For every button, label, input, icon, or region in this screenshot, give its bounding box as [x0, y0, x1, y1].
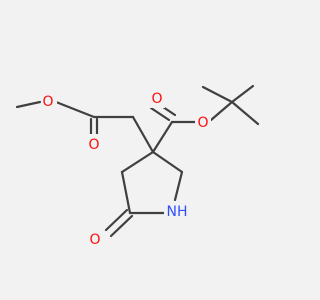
atoms: O O O O NH O: [41, 88, 211, 249]
bonds: [15, 84, 260, 238]
bond-ring-left-cq: [120, 150, 155, 174]
bond-ch2-cq: [131, 115, 155, 154]
bond-o-ester-c: [54, 100, 96, 119]
atom-label-o-boc-carbonyl: O: [151, 91, 162, 107]
bond-cq-boc-c: [151, 120, 174, 154]
atom-label-o-boc-ether: O: [197, 115, 208, 131]
bond-methyl-o: [15, 100, 42, 109]
atom-o-boc-ether: O: [195, 112, 211, 132]
atom-label-o-lactam: O: [89, 232, 100, 248]
bond-cq-ring-right: [151, 150, 184, 174]
atom-o-ester-carbonyl: O: [86, 134, 102, 154]
bond-lactam-c-ring-left: [120, 170, 132, 215]
bond-tbu-me3: [230, 100, 260, 126]
bond-boc-co-double-1: [149, 106, 171, 122]
atom-label-o-ester-carbonyl: O: [88, 137, 99, 153]
bond-tbu-me1: [201, 85, 234, 104]
atom-o-boc-carbonyl: O: [149, 88, 165, 108]
atom-label-o-ester-methoxy: O: [42, 94, 53, 110]
molecule-structure: O O O O NH O: [0, 0, 300, 300]
atom-o-lactam: O: [87, 229, 103, 249]
bond-lactam-co-double-2: [109, 214, 134, 238]
atom-n-ring: NH: [164, 201, 190, 223]
atom-o-ester-methoxy: O: [41, 92, 57, 112]
bond-tbu-me2: [230, 84, 255, 104]
bond-ring-right-n: [173, 170, 184, 202]
bond-lactam-co-double-1: [104, 208, 129, 232]
background: [0, 0, 300, 300]
atom-label-n-ring: NH: [167, 204, 188, 220]
bond-o-tbu: [209, 100, 234, 122]
